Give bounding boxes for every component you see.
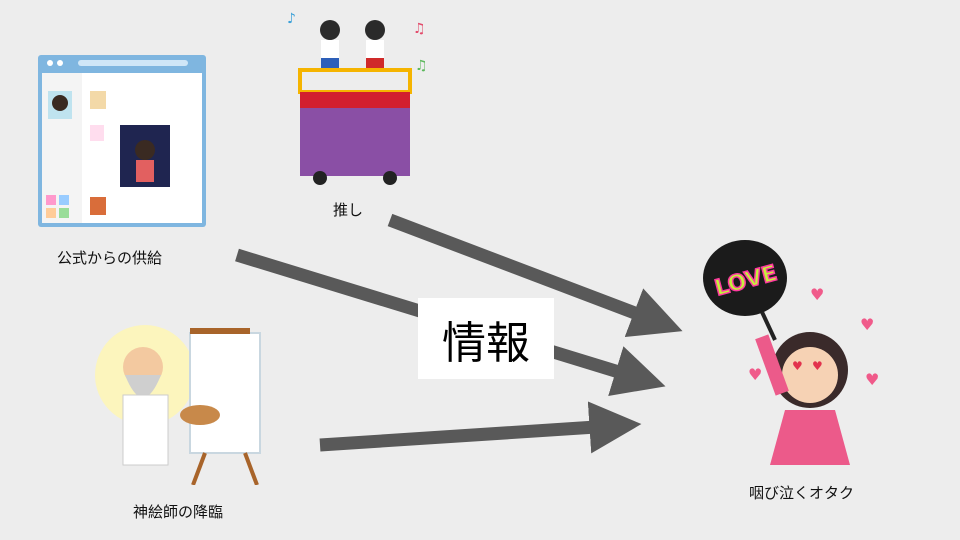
label-official-supply: 公式からの供給	[57, 249, 163, 267]
label-god-artist: 神絵師の降臨	[133, 503, 224, 521]
svg-text:♫: ♫	[415, 58, 428, 74]
svg-text:♥: ♥	[810, 285, 824, 304]
label-crying-otaku: 咽び泣くオタク	[749, 484, 855, 502]
svg-text:♫: ♫	[413, 21, 426, 37]
label-oshi: 推し	[333, 201, 364, 219]
info-label-box: 情報	[418, 298, 554, 379]
idol-stage-illustration: ♪ ♫ ♫	[287, 11, 428, 185]
svg-text:♥: ♥	[860, 315, 874, 334]
svg-text:♥: ♥	[792, 359, 803, 373]
info-label: 情報	[442, 317, 530, 369]
svg-text:♥: ♥	[865, 370, 879, 389]
website-illustration	[38, 55, 206, 227]
svg-text:♥: ♥	[748, 365, 762, 384]
artist-illustration	[95, 325, 261, 485]
svg-text:♥: ♥	[812, 359, 823, 373]
svg-text:♪: ♪	[287, 11, 296, 27]
otaku-illustration: LOVE ♥♥ ♥♥♥♥	[703, 240, 879, 465]
arrow-oshi-to-otaku	[387, 213, 683, 337]
arrow-artist-to-otaku	[319, 401, 642, 454]
